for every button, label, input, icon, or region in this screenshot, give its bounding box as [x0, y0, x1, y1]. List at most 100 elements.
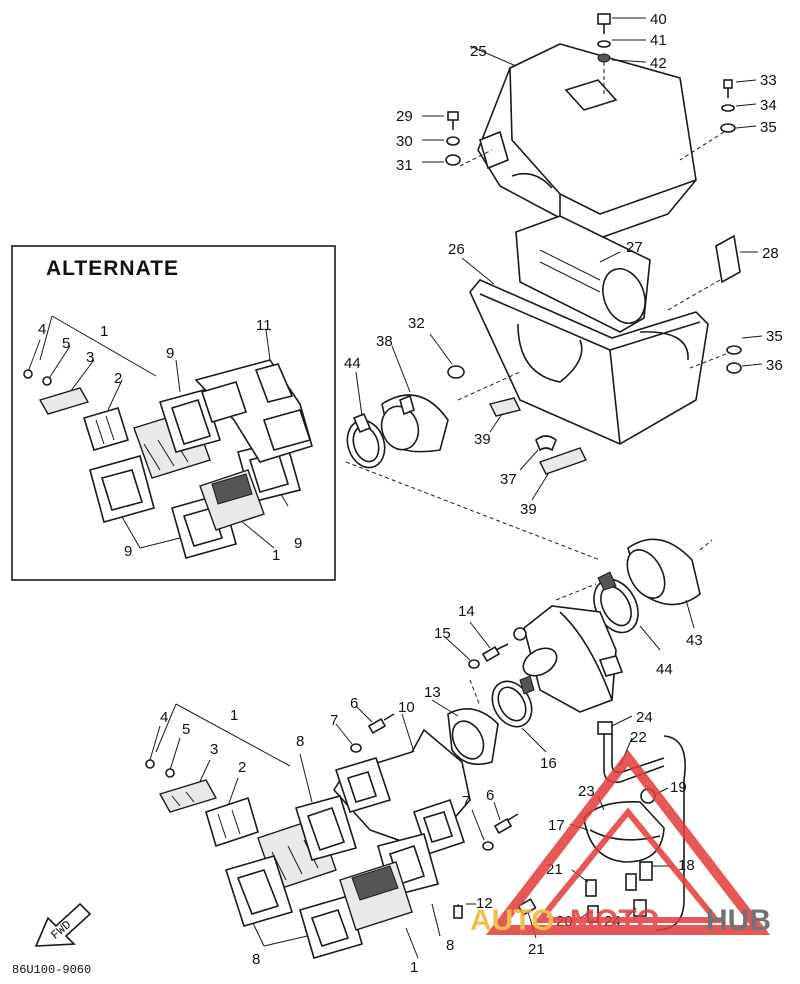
watermark-triangle-icon — [485, 749, 771, 935]
callout-43: 43 — [686, 632, 703, 649]
alternate-title: ALTERNATE — [46, 257, 179, 280]
callout-16: 16 — [540, 755, 557, 772]
watermark-part3: HUB — [706, 904, 771, 937]
callout-39a: 39 — [474, 431, 491, 448]
clip-37 — [535, 435, 557, 452]
callout-6b: 6 — [486, 787, 494, 804]
part-code: 86U100-9060 — [12, 963, 91, 977]
washer-7a — [350, 743, 362, 753]
airbox-cover-25 — [477, 43, 697, 239]
callout-19: 19 — [670, 779, 687, 796]
alt-callout-1a: 1 — [100, 323, 108, 340]
callout-8a: 8 — [296, 733, 304, 750]
callout-22: 22 — [630, 729, 647, 746]
callout-30: 30 — [396, 133, 413, 150]
callout-28: 28 — [762, 245, 779, 262]
grommet-42 — [597, 53, 611, 63]
washer-5 — [165, 768, 175, 778]
callout-36: 36 — [766, 357, 783, 374]
callout-3: 3 — [210, 741, 218, 758]
airbox-base-assembly: 26 27 28 32 38 44 35 36 39 37 39 — [344, 215, 783, 561]
alt-callout-2: 2 — [114, 370, 122, 387]
washer-7b — [482, 841, 494, 851]
callout-25: 25 — [470, 43, 487, 60]
callout-35a: 35 — [760, 119, 777, 136]
fitting-12 — [453, 905, 463, 919]
callout-23: 23 — [578, 783, 595, 800]
callout-1a: 1 — [230, 707, 238, 724]
fwd-arrow-icon — [34, 902, 92, 947]
alt-callout-4: 4 — [38, 321, 46, 338]
grommet-32 — [447, 365, 465, 379]
callout-8b: 8 — [446, 937, 454, 954]
grommet-35-bottom — [726, 345, 742, 355]
hose-18 — [639, 861, 653, 881]
callout-18: 18 — [678, 857, 695, 874]
airbox-cover-assembly: 40 41 42 25 33 34 35 29 30 31 — [396, 11, 777, 239]
callout-42: 42 — [650, 55, 667, 72]
hose-clip-24a — [597, 721, 613, 735]
callout-4: 4 — [160, 709, 168, 726]
callout-31: 31 — [396, 157, 413, 174]
alternate-frame — [11, 245, 336, 581]
reed-valve-assembly: 4 5 1 3 2 8 12 8 8 1 — [145, 703, 493, 976]
bolt-6b — [493, 817, 513, 835]
callout-37: 37 — [500, 471, 517, 488]
callout-38: 38 — [376, 333, 393, 350]
stopper-3 — [158, 779, 218, 813]
callout-15: 15 — [434, 625, 451, 642]
hose-joint — [625, 873, 637, 891]
callout-21b: 21 — [528, 941, 545, 958]
hose-clip-21b — [517, 898, 537, 916]
watermark-part1: AUTO — [470, 904, 554, 937]
pad-39a — [488, 397, 522, 417]
airbox-base-26 — [469, 279, 709, 445]
callout-14: 14 — [458, 603, 475, 620]
alt-callout-5: 5 — [62, 335, 70, 352]
callout-34: 34 — [760, 97, 777, 114]
cover-vent-slot — [564, 79, 618, 111]
alt-callout-9c: 9 — [294, 535, 302, 552]
alt-screw-4 — [23, 369, 33, 379]
bolt-29-head — [447, 111, 459, 121]
callout-40: 40 — [650, 11, 667, 28]
hose-clip-21a — [585, 879, 597, 897]
callout-8c: 8 — [252, 951, 260, 968]
bolt-40-head — [597, 13, 611, 25]
washer-15 — [468, 659, 480, 669]
callout-6a: 6 — [350, 695, 358, 712]
alt-reed-2 — [82, 407, 130, 451]
screw-4 — [145, 759, 155, 769]
washer-34 — [721, 104, 735, 112]
alt-stopper-3 — [38, 387, 90, 415]
alt-callout-9a: 9 — [166, 345, 174, 362]
callout-41: 41 — [650, 32, 667, 49]
callout-2: 2 — [238, 759, 246, 776]
callout-1b: 1 — [410, 959, 418, 976]
callout-7a: 7 — [330, 712, 338, 729]
carburetor-body — [523, 605, 617, 713]
watermark-part2: MOTO — [570, 904, 659, 937]
grommet-31 — [445, 154, 461, 166]
callout-35b: 35 — [766, 328, 783, 345]
reed-2 — [205, 796, 259, 848]
callout-33: 33 — [760, 72, 777, 89]
alt-washer-5 — [42, 376, 52, 386]
callout-27: 27 — [626, 239, 643, 256]
grommet-35-top — [720, 123, 736, 133]
callout-39b: 39 — [520, 501, 537, 518]
clip-28 — [715, 234, 741, 284]
callout-13: 13 — [424, 684, 441, 701]
callout-32: 32 — [408, 315, 425, 332]
watermark-logo: AUTO MOTO HUB — [470, 749, 771, 937]
hose-clip-24b — [633, 899, 647, 917]
callout-12: 12 — [476, 895, 493, 912]
bolt-33-head — [723, 79, 733, 89]
callout-10: 10 — [398, 699, 415, 716]
alt-callout-9b: 9 — [124, 543, 132, 560]
callout-7b: 7 — [462, 793, 470, 810]
bolt-14 — [481, 645, 501, 663]
pad-39b — [539, 447, 587, 475]
carburetor-assembly: 14 15 43 44 13 16 6 7 10 7 6 — [330, 538, 713, 856]
